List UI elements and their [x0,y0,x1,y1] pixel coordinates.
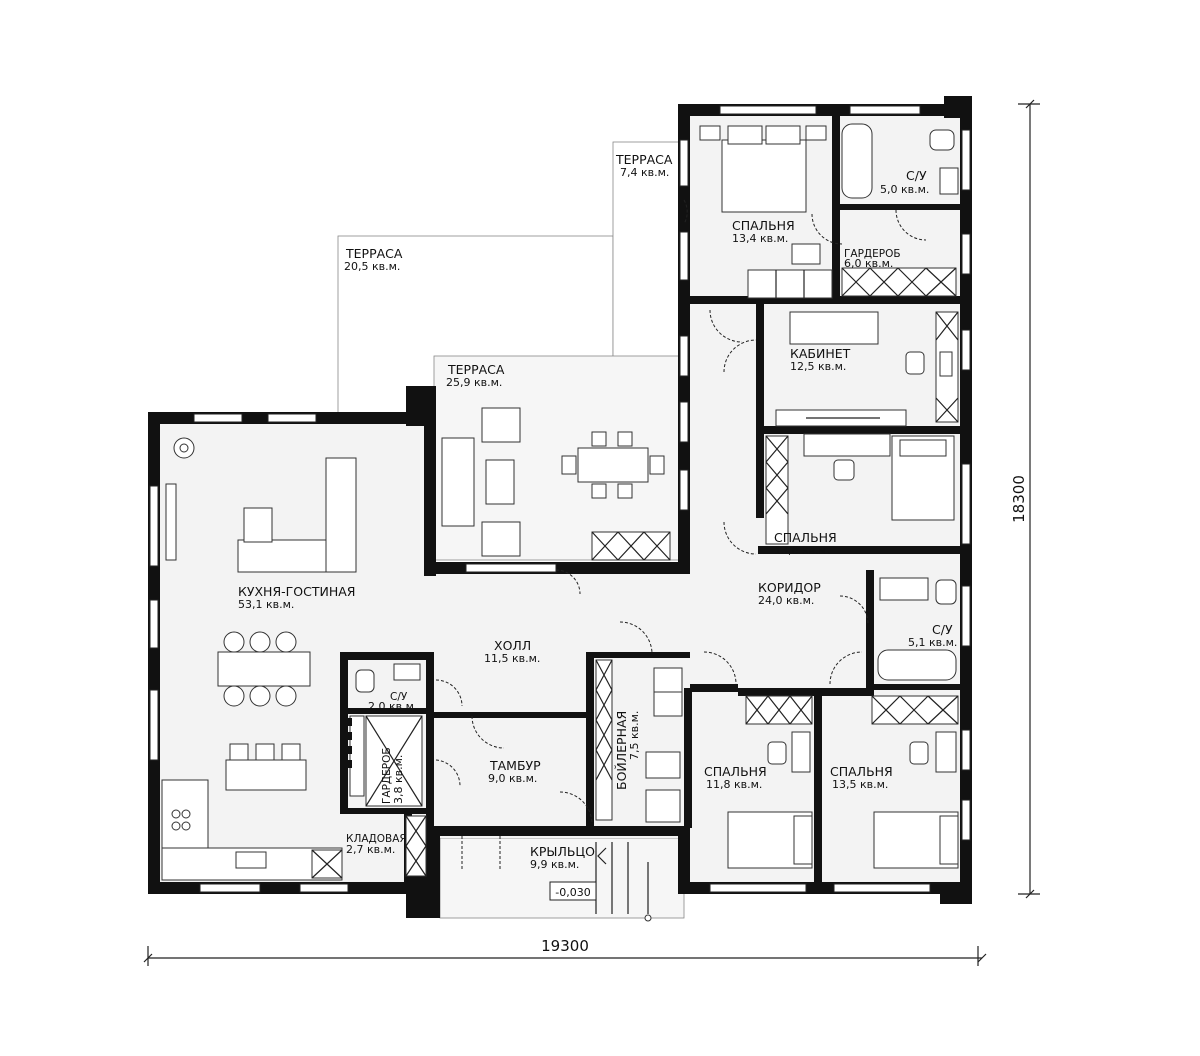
bathtub [841,123,873,199]
boiler-name: БОЙЛЕРНАЯ [614,711,629,790]
bedroom-2-name: СПАЛЬНЯ [774,530,837,545]
bath-master-name: С/У [906,168,927,183]
office-name: КАБИНЕТ [790,346,851,361]
tambour-area: 9,0 кв.м. [488,772,537,785]
height-dimension: 18300 [1010,475,1028,523]
hall-area: 11,5 кв.м. [484,652,540,665]
windows [149,105,971,893]
terrace-1-area: 7,4 кв.м. [620,166,669,179]
bedroom-2-area: 13,6 кв.м. [774,544,830,557]
storage-name: КЛАДОВАЯ [346,833,407,845]
terrace-2-name: ТЕРРАСА [345,246,403,261]
porch-floor [439,837,685,919]
dimensions: 19300 18300 [143,99,1040,966]
bath-master-area: 5,0 кв.м. [880,183,929,196]
interior-walls [340,116,964,888]
bedroom-3-name: СПАЛЬНЯ [704,764,767,779]
terrace-2-area: 20,5 кв.м. [344,260,400,273]
corridor-name: КОРИДОР [758,580,821,595]
terrace-1-name: ТЕРРАСА [615,152,673,167]
bathtub-2 [877,649,957,681]
width-dimension: 19300 [541,937,589,955]
wardrobe-small-name: ГАРДЕРОБ [381,747,393,804]
dining-table-terrace [577,447,649,483]
bedroom-3-area: 11,8 кв.м. [706,778,762,791]
bedroom-master-area: 13,4 кв.м. [732,232,788,245]
porch-name: КРЫЛЬЦО [530,844,595,859]
kitchen-island [225,759,307,791]
porch-area: 9,9 кв.м. [530,858,579,871]
terrace-1-outline [612,141,680,359]
furniture [161,123,959,922]
terrace-3-area: 25,9 кв.м. [446,376,502,389]
doors [435,199,927,870]
sofa [789,311,879,345]
level-mark-box [549,881,597,901]
double-bed [721,139,807,213]
wardrobe-small-area: 3,8 кв.м. [392,755,405,804]
tambour-name: ТАМБУР [489,758,541,773]
wc-small-area: 2,0 кв.м. [368,700,417,713]
wardrobe-master-area: 6,0 кв.м. [844,257,893,270]
level-mark: -0,030 [555,886,590,899]
bedroom-4-name: СПАЛЬНЯ [830,764,893,779]
bath-2-area: 5,1 кв.м. [908,636,957,649]
hall-name: ХОЛЛ [494,638,531,653]
corridor-area: 24,0 кв.м. [758,594,814,607]
room-labels: ТЕРРАСА 7,4 кв.м. ТЕРРАСА 20,5 кв.м. ТЕР… [238,152,957,871]
terrace-sofa [441,437,475,527]
wc-small-name: С/У [390,691,408,703]
office-area: 12,5 кв.м. [790,360,846,373]
kitchen-living-area: 53,1 кв.м. [238,598,294,611]
bath-2-name: С/У [932,622,953,637]
bedroom-4-area: 13,5 кв.м. [832,778,888,791]
storage-area: 2,7 кв.м. [346,843,395,856]
boiler-area: 7,5 кв.м. [628,711,641,760]
wardrobe-master-name: ГАРДЕРОБ [844,248,901,260]
dining-table [217,651,311,687]
terrace-3-name: ТЕРРАСА [447,362,505,377]
bedroom-master-name: СПАЛЬНЯ [732,218,795,233]
kitchen-living-name: КУХНЯ-ГОСТИНАЯ [238,584,355,599]
